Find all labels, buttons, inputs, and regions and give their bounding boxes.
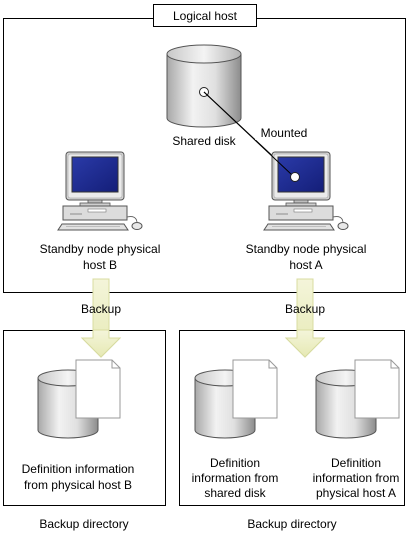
backup-arrow-left-label: Backup [81, 302, 121, 316]
logical-host-title-box [153, 4, 257, 27]
backup-left-desc-line1: Definition information [22, 462, 135, 476]
backup-directory-right-box [179, 330, 405, 506]
backup-directory-left-box [3, 330, 166, 506]
backup-shared-desc-line2: information from [192, 471, 279, 485]
backup-shared-desc-line3: shared disk [204, 486, 266, 500]
host-b-label-line1: Standby node physical [40, 242, 161, 256]
backup-arrow-right-label: Backup [285, 302, 325, 316]
backup-left-caption: Backup directory [39, 517, 128, 531]
backup-hosta-desc-line2: information from [313, 471, 400, 485]
definition-file-left-icon [75, 359, 121, 419]
host-b-label-line2: host B [83, 258, 117, 272]
mounted-label: Mounted [261, 126, 308, 140]
logical-host-title: Logical host [173, 9, 238, 23]
backup-right-caption: Backup directory [247, 517, 336, 531]
host-a-mount-point [290, 172, 300, 182]
host-a-label-line1: Standby node physical [246, 242, 367, 256]
host-a-label-line2: host A [289, 258, 322, 272]
definition-file-shared-icon [232, 359, 278, 419]
backup-shared-desc-line1: Definition [210, 456, 260, 470]
backup-hosta-desc-line3: physical host A [316, 486, 396, 500]
backup-left-desc-line2: from physical host B [24, 478, 132, 492]
definition-file-host-a-icon [354, 359, 400, 419]
backup-hosta-desc-line1: Definition [331, 456, 381, 470]
shared-disk-icon [166, 44, 242, 128]
shared-disk-label: Shared disk [172, 134, 236, 148]
